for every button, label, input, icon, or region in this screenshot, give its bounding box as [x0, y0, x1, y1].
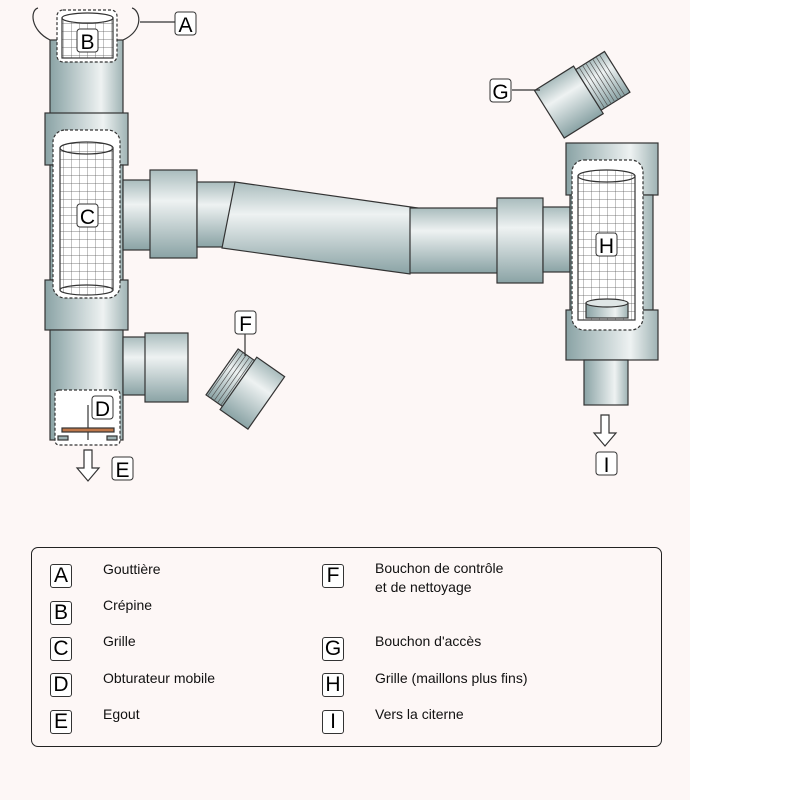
label-f: F — [239, 313, 252, 336]
legend: A Gouttière B Crépine C Grille D Obturat… — [31, 547, 662, 747]
label-b: B — [80, 31, 94, 54]
legend-key-i: I — [322, 710, 344, 734]
legend-text-a: Gouttière — [103, 561, 161, 577]
legend-key-h: H — [322, 673, 344, 697]
legend-key-b: B — [50, 601, 72, 625]
label-e: E — [115, 459, 129, 482]
label-g: G — [492, 81, 508, 104]
legend-key-g: G — [322, 637, 344, 661]
legend-text-b: Crépine — [103, 597, 153, 613]
label-d: D — [95, 398, 110, 421]
gutter — [32, 7, 140, 41]
label-boxes — [76, 11, 618, 481]
legend-text-f: Bouchon de contrôle — [375, 560, 504, 576]
legend-text-c: Grille — [103, 633, 136, 649]
legend-key-f: F — [322, 564, 344, 588]
legend-key-e: E — [50, 710, 72, 734]
cleaning-cap — [205, 348, 286, 430]
diagram-canvas: A B C D E F G H I A Gouttière B Crépine … — [31, 7, 662, 747]
legend-key-d: D — [50, 673, 72, 697]
label-a: A — [178, 14, 192, 37]
label-c: C — [80, 206, 95, 229]
arrow-down-icon — [75, 449, 101, 482]
access-cap — [533, 50, 631, 139]
legend-text-d: Obturateur mobile — [103, 670, 216, 686]
legend-key-a: A — [50, 564, 72, 588]
legend-key-c: C — [50, 637, 72, 661]
legend-text-g: Bouchon d'accès — [375, 633, 482, 649]
label-h: H — [599, 235, 614, 258]
horizontal-branch-pipe — [122, 169, 571, 284]
grille-h — [571, 159, 644, 331]
legend-text-i: Vers la citerne — [375, 706, 464, 722]
legend-text-h: Grille (maillons plus fins) — [375, 670, 528, 686]
legend-text-e: Egout — [103, 706, 140, 722]
shutter-plate — [61, 427, 115, 433]
arrow-down-icon — [592, 414, 618, 447]
label-i: I — [604, 454, 610, 477]
legend-text-f-line2: et de nettoyage — [375, 579, 472, 595]
rainwater-filter-diagram: A B C D E F G H I — [32, 7, 659, 482]
